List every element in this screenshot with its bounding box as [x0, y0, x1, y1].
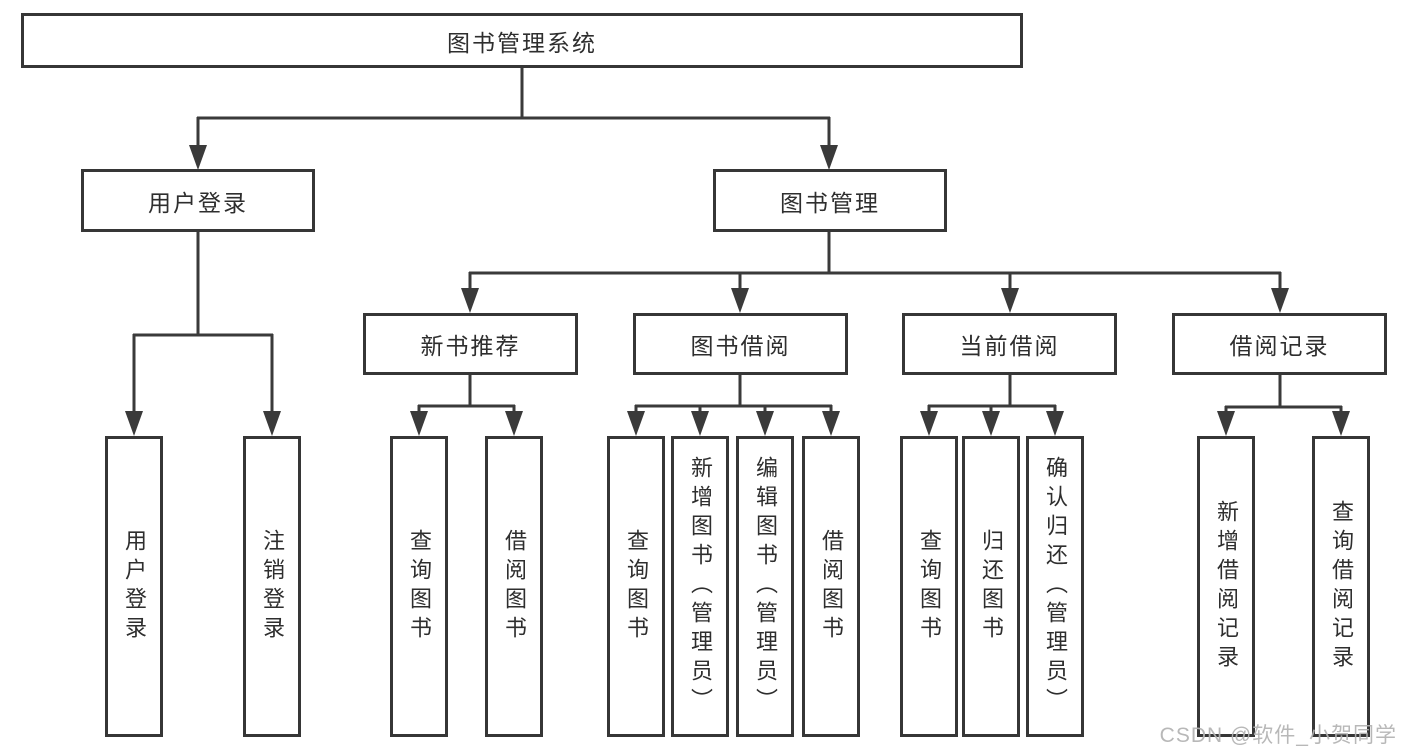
leaf-label: 确认归还（管理员） [1043, 456, 1068, 717]
leaf-edit-books-admin: 编辑图书（管理员） [736, 436, 794, 737]
node-user-login: 用户登录 [81, 169, 315, 232]
node-label: 新书推荐 [420, 333, 521, 359]
node-book-management: 图书管理 [713, 169, 947, 232]
leaf-add-borrow-record: 新增借阅记录 [1197, 436, 1255, 737]
node-book-borrowing: 图书借阅 [633, 313, 848, 375]
node-library-management-system: 图书管理系统 [21, 13, 1023, 68]
leaf-label: 借阅图书 [819, 528, 844, 645]
leaf-label: 编辑图书（管理员） [753, 456, 778, 717]
leaf-borrow-books-recommend: 借阅图书 [485, 436, 543, 737]
leaf-label: 用户登录 [122, 528, 147, 645]
leaf-label: 查询图书 [917, 528, 942, 645]
leaf-query-books-recommend: 查询图书 [390, 436, 448, 737]
leaf-borrow-books: 借阅图书 [802, 436, 860, 737]
leaf-label: 查询图书 [624, 528, 649, 645]
node-new-book-recommendation: 新书推荐 [363, 313, 578, 375]
node-label: 借阅记录 [1229, 333, 1330, 359]
connector-segments [132, 66, 1343, 414]
leaf-query-borrow-record: 查询借阅记录 [1312, 436, 1370, 737]
leaf-label: 查询借阅记录 [1329, 499, 1354, 674]
node-label: 图书管理系统 [447, 29, 597, 56]
node-label: 图书借阅 [690, 333, 791, 359]
csdn-watermark: CSDN @软件_小贺同学 [1159, 724, 1397, 747]
node-current-borrowing: 当前借阅 [902, 313, 1117, 375]
leaf-label: 借阅图书 [502, 528, 527, 645]
node-label: 图书管理 [780, 189, 880, 216]
leaf-add-books-admin: 新增图书（管理员） [671, 436, 729, 737]
leaf-label: 新增图书（管理员） [688, 456, 713, 717]
node-borrowing-records: 借阅记录 [1172, 313, 1387, 375]
leaf-label: 查询图书 [407, 528, 432, 645]
leaf-label: 归还图书 [979, 528, 1004, 645]
arrowheads [125, 145, 1350, 436]
leaf-return-books: 归还图书 [962, 436, 1020, 737]
leaf-label: 注销登录 [260, 528, 285, 645]
leaf-logout: 注销登录 [243, 436, 301, 737]
leaf-query-books-borrowing: 查询图书 [607, 436, 665, 737]
leaf-confirm-return-admin: 确认归还（管理员） [1026, 436, 1084, 737]
leaf-user-login: 用户登录 [105, 436, 163, 737]
node-label: 当前借阅 [959, 333, 1060, 359]
leaf-query-books-current: 查询图书 [900, 436, 958, 737]
leaf-label: 新增借阅记录 [1214, 499, 1239, 674]
node-label: 用户登录 [148, 189, 248, 216]
